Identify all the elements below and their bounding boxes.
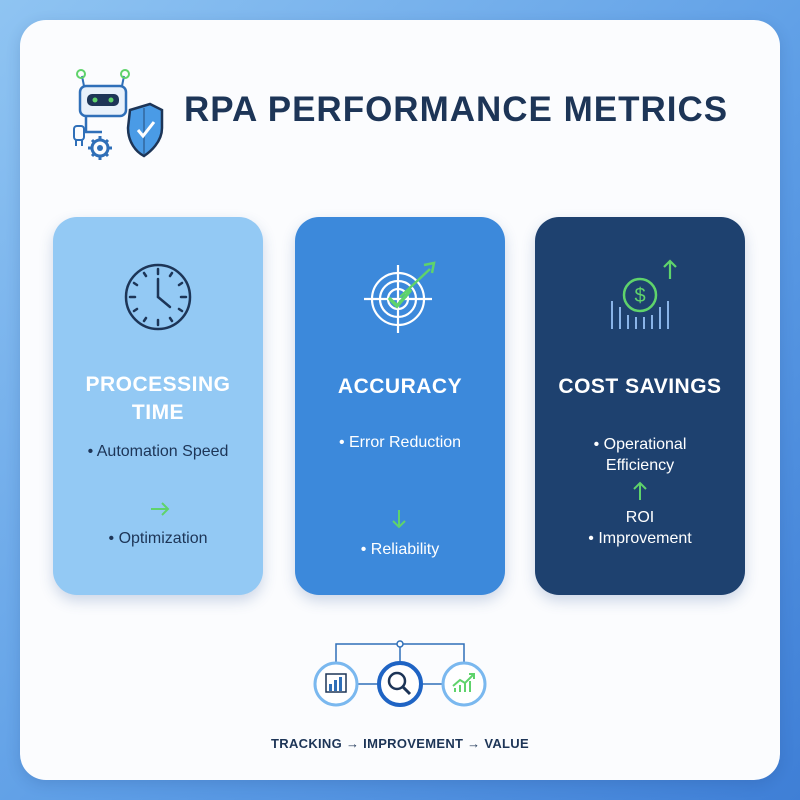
panel-processing-time: PROCESSING TIME • Automation Speed • Opt…	[53, 217, 263, 595]
panel-cost-savings: $ COST SAVINGS • Operational Efficiency …	[535, 217, 745, 595]
svg-text:$: $	[634, 285, 645, 307]
trend-up-icon	[441, 661, 487, 707]
panel-title: PROCESSING	[85, 373, 231, 396]
page-title: RPA PERFORMANCE METRICS	[184, 90, 729, 129]
bullet-roi: ROI	[625, 509, 655, 526]
target-check-icon	[364, 261, 436, 333]
panel-title: COST SAVINGS	[558, 375, 722, 398]
bar-chart-icon	[313, 661, 359, 707]
footer-tagline: TRACKING → IMPROVEMENT → VALUE	[271, 736, 529, 751]
arrow-right-icon	[151, 502, 170, 516]
robot-shield-gear-icon	[73, 69, 164, 160]
panel-accuracy: ACCURACY • Error Reduction • Reliability	[295, 217, 505, 595]
flow-diagram	[313, 640, 487, 707]
bullet-improvement: • Improvement	[588, 530, 692, 547]
bullet-efficiency: Efficiency	[605, 457, 675, 474]
bullet-optimization: • Optimization	[108, 530, 208, 547]
bullet-error-reduction: • Error Reduction	[338, 434, 462, 451]
arrow-down-icon	[392, 510, 406, 529]
clock-icon	[124, 263, 192, 331]
dollar-growth-icon: $	[611, 259, 677, 329]
bullet-operational: • Operational	[593, 436, 687, 453]
panel-title-line2: TIME	[131, 401, 185, 424]
panel-title: ACCURACY	[337, 375, 463, 398]
bullet-reliability: • Reliability	[360, 541, 440, 558]
arrow-up-icon	[633, 481, 647, 500]
bullet-automation-speed: • Automation Speed	[87, 443, 229, 460]
magnifier-icon	[377, 661, 423, 707]
